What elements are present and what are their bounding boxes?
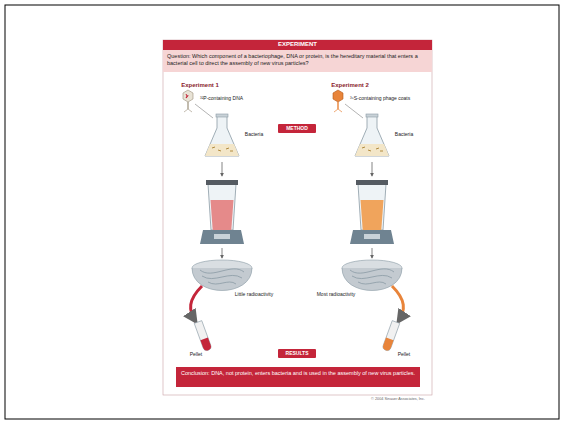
- node-text: RESULTS: [280, 350, 314, 356]
- section-tag: RESULTS: [278, 349, 316, 358]
- column-heading: Experiment 2: [331, 82, 369, 89]
- bacteria-label: Bacteria: [245, 132, 263, 138]
- section-tag: METHOD: [278, 124, 316, 133]
- node-text: METHOD: [280, 125, 314, 131]
- pellet-label: Pellet: [398, 352, 411, 358]
- question-box: Question: Which component of a bacteriop…: [163, 50, 432, 72]
- conclusion-box: Conclusion: DNA, not protein, enters bac…: [176, 367, 420, 387]
- pellet-label: Pellet: [190, 352, 203, 358]
- bacteria-label: Bacteria: [395, 132, 413, 138]
- column-heading: Experiment 1: [181, 82, 219, 89]
- supernatant-label: Little radioactivity: [235, 292, 273, 298]
- node-text: EXPERIMENT: [165, 41, 430, 48]
- supernatant-label: Most radioactivity: [317, 292, 356, 298]
- copyright-note: © 2004 Sinauer Associates, Inc.: [371, 397, 425, 401]
- node-text: Conclusion: DNA, not protein, enters bac…: [180, 370, 416, 377]
- node-text: Question: Which component of a bacteriop…: [167, 53, 428, 66]
- phage-label: ³⁵S-containing phage coats: [350, 96, 410, 102]
- phage-label: ³²P-containing DNA: [200, 96, 243, 102]
